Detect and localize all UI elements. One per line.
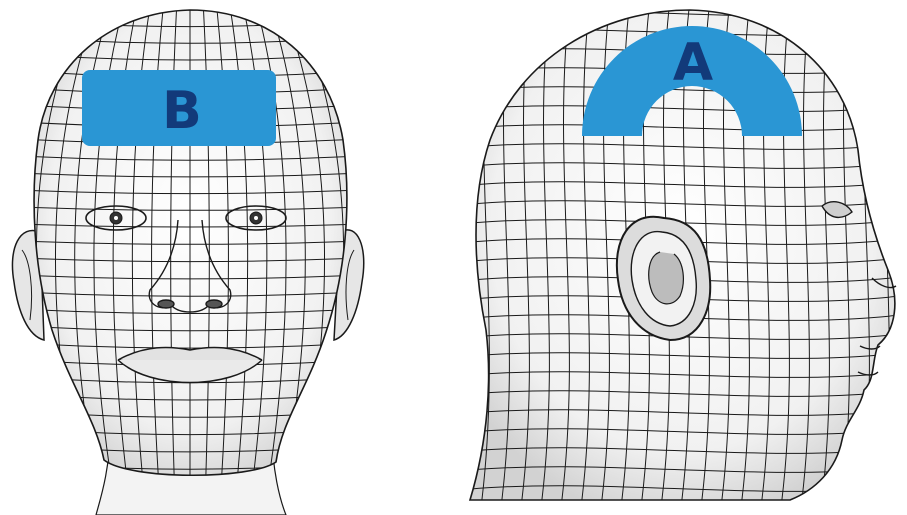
marker-b-label: B [162, 81, 202, 141]
marker-a-label: A [673, 33, 713, 93]
mesh-line [460, 0, 470, 515]
front-forehead-marker: B [82, 70, 276, 146]
